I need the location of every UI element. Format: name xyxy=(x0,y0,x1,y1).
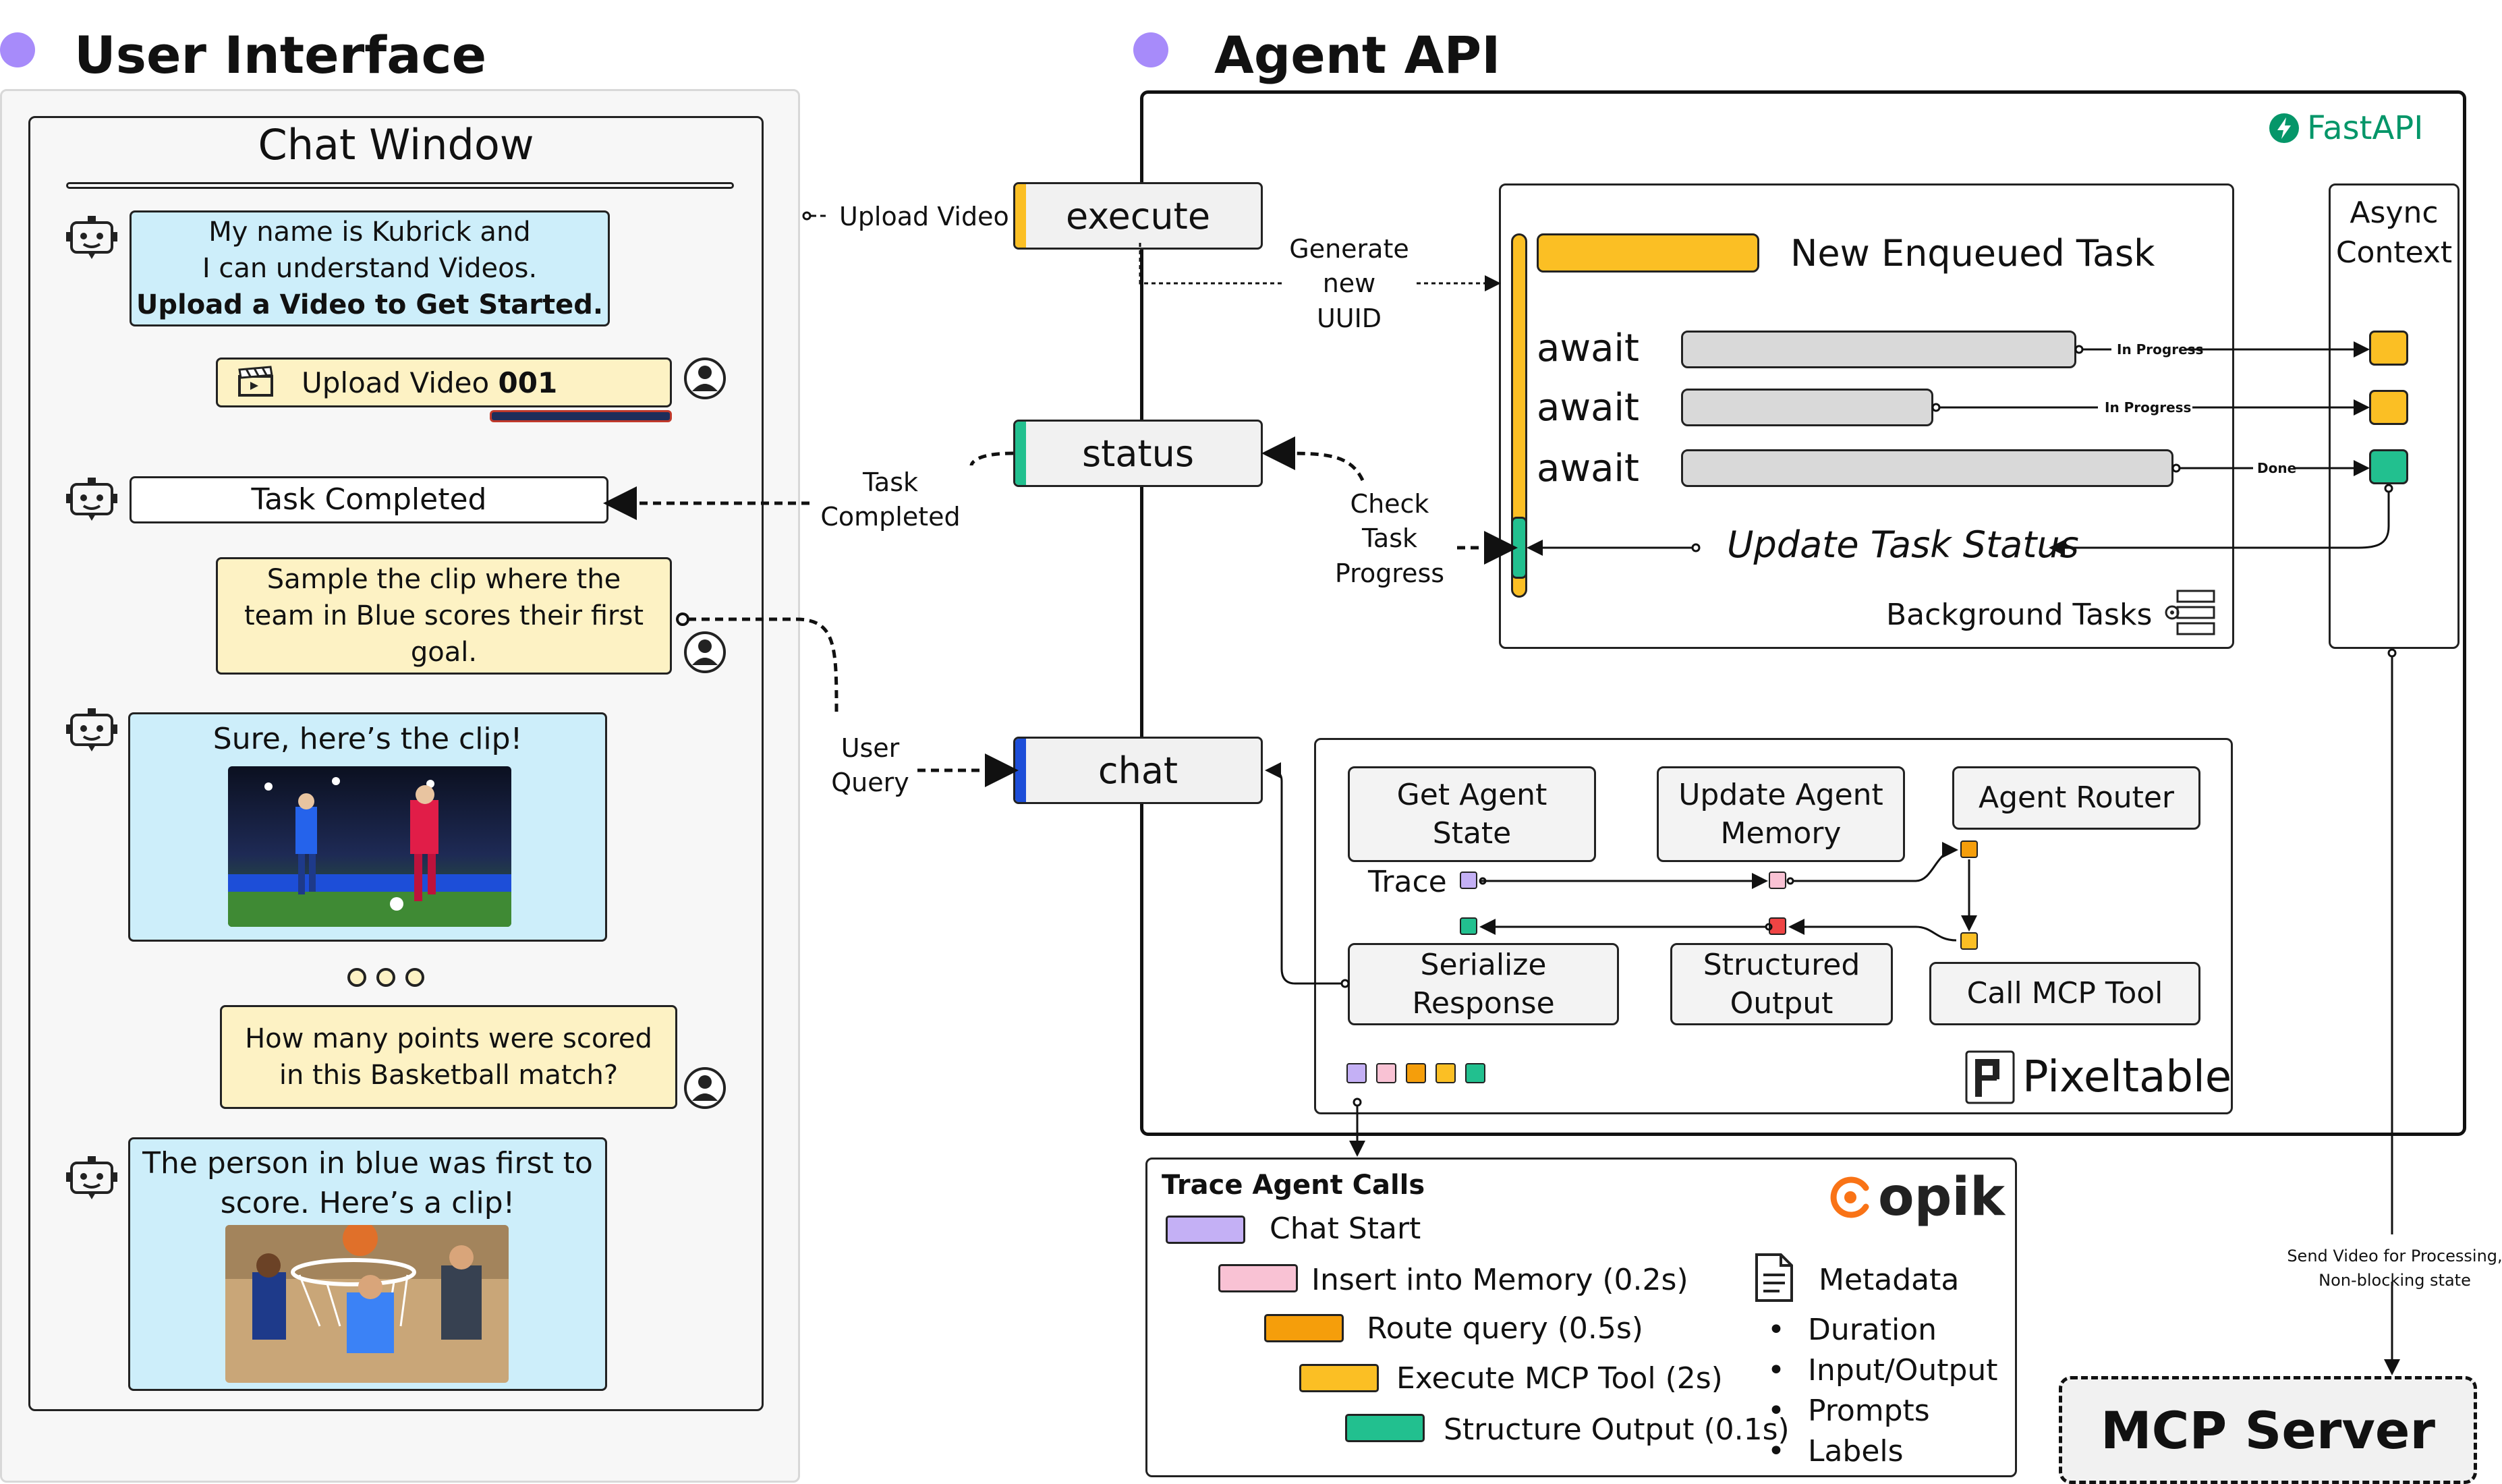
span-label: Structure Output (0.1s) xyxy=(1444,1412,1790,1447)
check-progress-label: Check Task Progress xyxy=(1334,489,1445,588)
status-endpoint[interactable]: status xyxy=(1013,420,1263,487)
bot-message-welcome: My name is Kubrick and I can understand … xyxy=(130,210,610,326)
api-section-title: Agent API xyxy=(1214,25,1501,85)
update-agent-memory-box: Update Agent Memory xyxy=(1657,766,1905,862)
metadata-item: • Duration xyxy=(1767,1313,1937,1347)
await-label: await xyxy=(1537,386,1639,430)
execute-endpoint[interactable]: execute xyxy=(1013,182,1263,250)
trace-label: Trace xyxy=(1368,865,1447,899)
status-in-progress: In Progress xyxy=(2105,399,2192,416)
context-slot-in-progress xyxy=(2369,390,2408,425)
trace-swatch xyxy=(1465,1063,1485,1083)
trace-node-chat-start xyxy=(1460,872,1477,889)
document-icon xyxy=(1751,1252,1796,1306)
endpoint-strip xyxy=(1015,739,1026,802)
metadata-item: • Labels xyxy=(1767,1434,1904,1468)
endpoint-strip xyxy=(1015,422,1026,485)
tasks-icon xyxy=(2164,588,2218,641)
send-video-label: Send Video for Processing, Non-blocking … xyxy=(2287,1247,2502,1290)
user-avatar-icon xyxy=(683,356,727,403)
fastapi-frame xyxy=(1140,90,2466,1136)
soccer-clip-image[interactable] xyxy=(228,766,511,927)
update-task-status-label: Update Task Status xyxy=(1727,523,2079,566)
user-query-label: User Query xyxy=(831,733,909,798)
user-message-query-2: How many points were scored in this Bask… xyxy=(220,1005,677,1109)
upload-video-message[interactable]: Upload Video 001 xyxy=(216,358,672,407)
trace-node-mcp xyxy=(1960,932,1978,950)
metadata-title: Metadata xyxy=(1819,1263,1960,1297)
section-dot xyxy=(0,32,35,67)
upload-progress-bar xyxy=(490,410,672,422)
bot-avatar-icon xyxy=(65,215,119,264)
trace-node-output xyxy=(1460,917,1477,935)
opik-logo: opik xyxy=(1827,1167,2005,1228)
pixeltable-logo: Pixeltable xyxy=(1964,1050,2231,1105)
chat-endpoint[interactable]: chat xyxy=(1013,737,1263,804)
task-timeline-marker xyxy=(1511,517,1527,579)
serialize-response-box: Serialize Response xyxy=(1348,943,1619,1025)
endpoint-strip xyxy=(1015,184,1026,248)
context-slot-in-progress xyxy=(2369,331,2408,366)
span-label: Insert into Memory (0.2s) xyxy=(1311,1263,1688,1297)
chat-window-title: Chat Window xyxy=(258,120,534,169)
span-label: Route query (0.5s) xyxy=(1367,1311,1643,1346)
span-bar-structure xyxy=(1345,1414,1425,1442)
structured-output-box: Structured Output xyxy=(1670,943,1893,1025)
opik-icon xyxy=(1830,1176,1869,1218)
new-task-bar xyxy=(1537,233,1759,273)
bot-avatar-icon xyxy=(65,707,119,757)
trace-node-route xyxy=(1960,840,1978,858)
new-task-label: New Enqueued Task xyxy=(1790,232,2155,275)
span-label: Chat Start xyxy=(1270,1211,1421,1246)
async-context-label: Async Context xyxy=(2335,196,2453,270)
basketball-clip-image[interactable] xyxy=(225,1225,509,1383)
trace-node-structure-in xyxy=(1769,917,1786,935)
trace-swatch xyxy=(1346,1063,1367,1083)
span-bar-route xyxy=(1264,1314,1344,1342)
metadata-item: • Prompts xyxy=(1767,1394,1930,1428)
fastapi-logo: FastAPI xyxy=(2268,109,2423,147)
metadata-item: • Input/Output xyxy=(1767,1353,1998,1388)
bot-avatar-icon xyxy=(65,1155,119,1205)
task-completed-label: Task Completed xyxy=(820,467,961,532)
clapperboard-icon xyxy=(237,366,275,399)
section-dot xyxy=(1133,32,1168,67)
span-bar-memory xyxy=(1218,1264,1298,1292)
await-label: await xyxy=(1537,447,1639,490)
span-bar-chat-start xyxy=(1166,1216,1245,1244)
background-tasks-label: Background Tasks xyxy=(1886,598,2153,632)
bot-avatar-icon xyxy=(65,476,119,526)
ui-section-title: User Interface xyxy=(74,25,487,85)
upload-video-label: Upload Video xyxy=(839,202,1009,231)
trace-agent-calls-title: Trace Agent Calls xyxy=(1162,1170,1425,1201)
await-task-bar xyxy=(1681,331,2076,368)
trace-swatch xyxy=(1435,1063,1456,1083)
get-agent-state-box: Get Agent State xyxy=(1348,766,1596,862)
agent-router-box: Agent Router xyxy=(1952,766,2200,830)
status-in-progress: In Progress xyxy=(2117,341,2204,358)
task-completed-message: Task Completed xyxy=(130,476,608,523)
pixeltable-icon xyxy=(1965,1050,2015,1104)
mcp-server-box[interactable]: MCP Server xyxy=(2059,1376,2477,1484)
await-label: await xyxy=(1537,326,1639,370)
trace-node-memory xyxy=(1769,872,1786,889)
call-mcp-tool-box: Call MCP Tool xyxy=(1929,962,2200,1025)
typing-indicator xyxy=(345,966,426,992)
user-avatar-icon xyxy=(683,1066,727,1113)
generate-uuid-label: Generate new UUID xyxy=(1289,234,1409,333)
trace-swatch xyxy=(1376,1063,1396,1083)
span-label: Execute MCP Tool (2s) xyxy=(1396,1361,1723,1396)
await-task-bar xyxy=(1681,389,1933,426)
trace-swatch xyxy=(1406,1063,1426,1083)
await-task-bar xyxy=(1681,449,2173,487)
fastapi-icon xyxy=(2269,113,2299,143)
span-bar-mcp xyxy=(1299,1364,1379,1392)
context-slot-done xyxy=(2369,449,2408,484)
user-avatar-icon xyxy=(683,630,727,677)
chat-title-divider xyxy=(66,182,734,189)
status-done: Done xyxy=(2257,460,2297,476)
user-message-query-1: Sample the clip where the team in Blue s… xyxy=(216,557,672,675)
